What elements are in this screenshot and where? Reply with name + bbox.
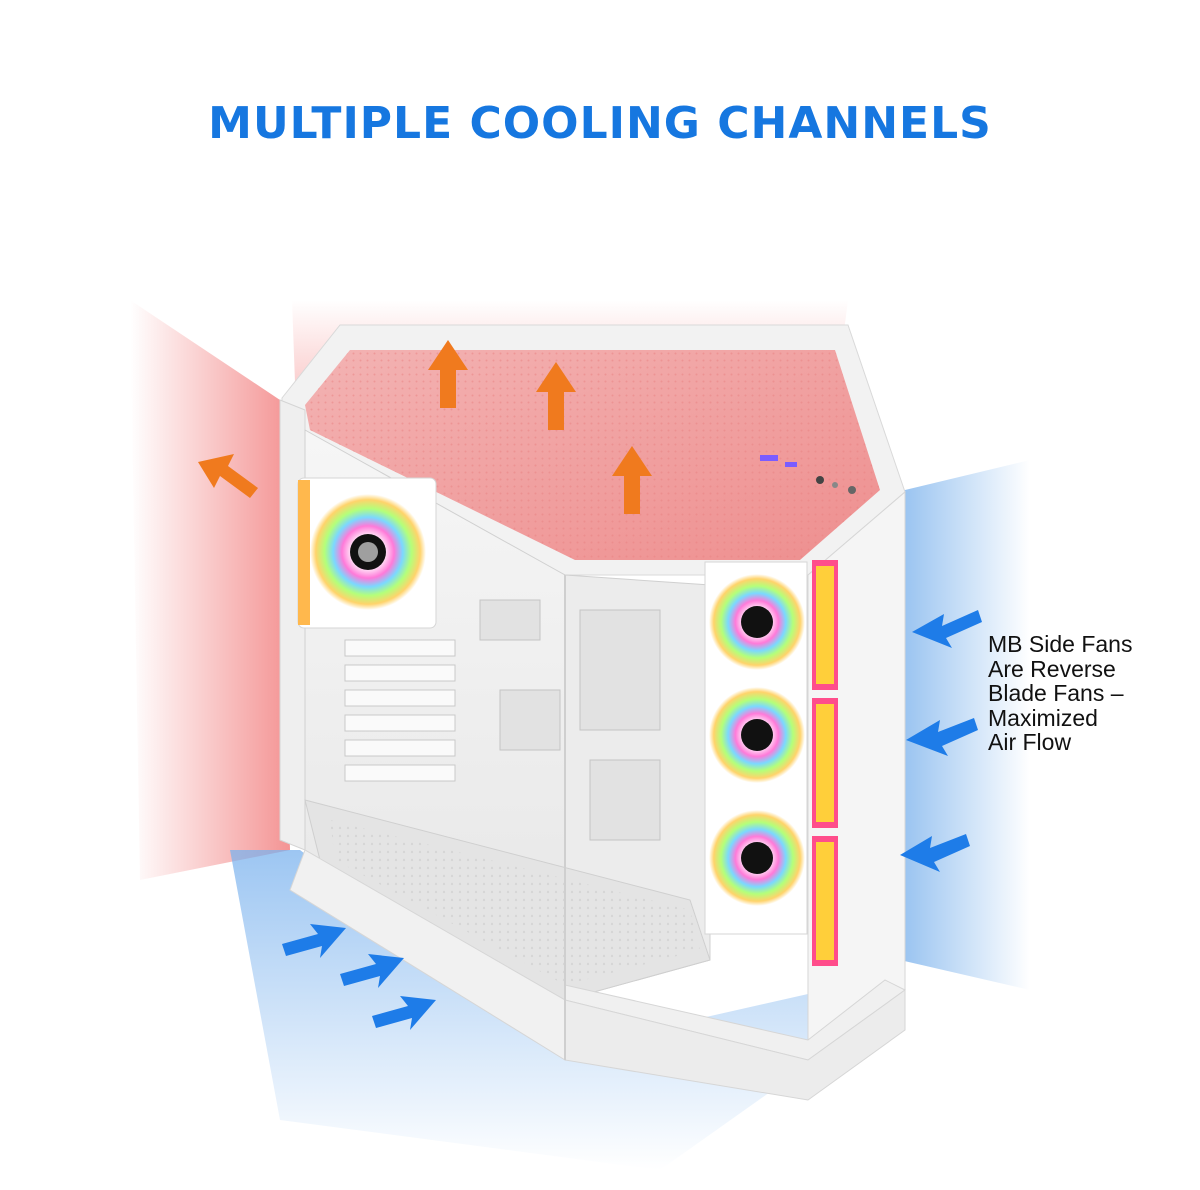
rgb-fan-icon [297,477,437,629]
caption-line: Maximized [988,704,1098,731]
intake-arrow-icon [912,610,982,648]
rgb-fan-icon [709,687,805,783]
exhaust-arrow-icon [536,362,576,430]
intake-arrow-icon [906,718,978,756]
rgb-fan-icon [709,574,805,670]
caption-line: Are Reverse [988,655,1116,682]
fan-description: MB Side Fans Are Reverse Blade Fans – Ma… [988,632,1188,755]
front-fans [704,560,838,966]
intake-arrows [282,610,982,1030]
pci-slots [344,639,456,782]
exhaust-arrow-icon [428,340,468,408]
intake-arrow-icon [900,834,970,872]
page-title: MULTIPLE COOLING CHANNELS [208,98,992,149]
rgb-fan-icon [709,810,805,906]
hot-air-left-glow [130,300,290,880]
caption-line: Air Flow [988,729,1072,755]
caption-line: Blade Fans – [988,680,1124,706]
intake-arrow-icon [282,924,346,958]
exhaust-arrows [198,340,652,514]
exhaust-arrow-icon [198,454,258,498]
intake-arrow-icon [372,996,436,1030]
exhaust-arrow-icon [612,446,652,514]
intake-arrow-icon [340,954,404,988]
caption-line: MB Side Fans [988,631,1133,657]
front-io-panel [760,455,856,494]
